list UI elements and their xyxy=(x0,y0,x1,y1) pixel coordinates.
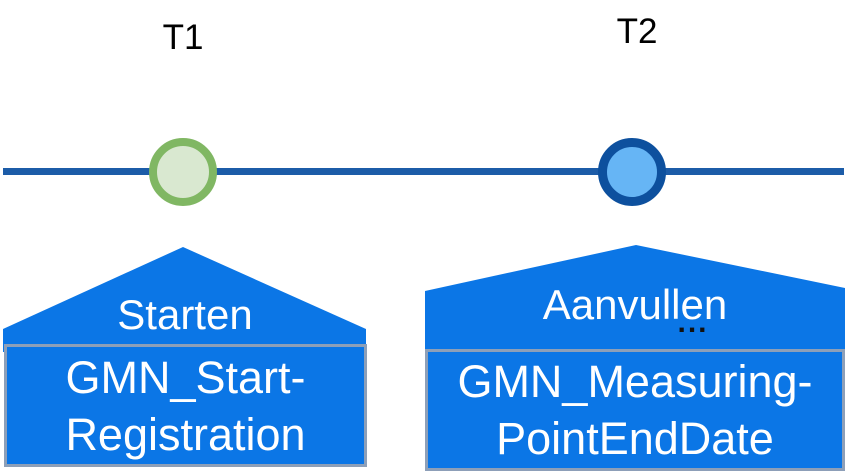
timeline-line xyxy=(3,168,844,175)
t2-code-line2: PointEndDate xyxy=(496,413,774,464)
t2-code-box: GMN_Measuring- PointEndDate xyxy=(425,349,845,471)
t1-marker-circle xyxy=(149,138,217,206)
t2-code-line1: GMN_Measuring- xyxy=(457,356,813,407)
t1-code-box: GMN_Start- Registration xyxy=(4,344,367,467)
t2-action-label: Aanvullen xyxy=(542,281,728,328)
t1-time-label: T1 xyxy=(162,18,204,57)
t2-time-label: T2 xyxy=(616,12,658,51)
t1-code-line1: GMN_Start- xyxy=(65,351,306,403)
t2-ellipsis: ... xyxy=(677,306,709,339)
t2-marker-circle xyxy=(598,138,666,206)
t1-action-label: Starten xyxy=(117,291,253,338)
t1-code-line2: Registration xyxy=(65,408,306,460)
t2-callout-pointer xyxy=(425,245,845,355)
t1-callout-pointer xyxy=(3,247,366,352)
